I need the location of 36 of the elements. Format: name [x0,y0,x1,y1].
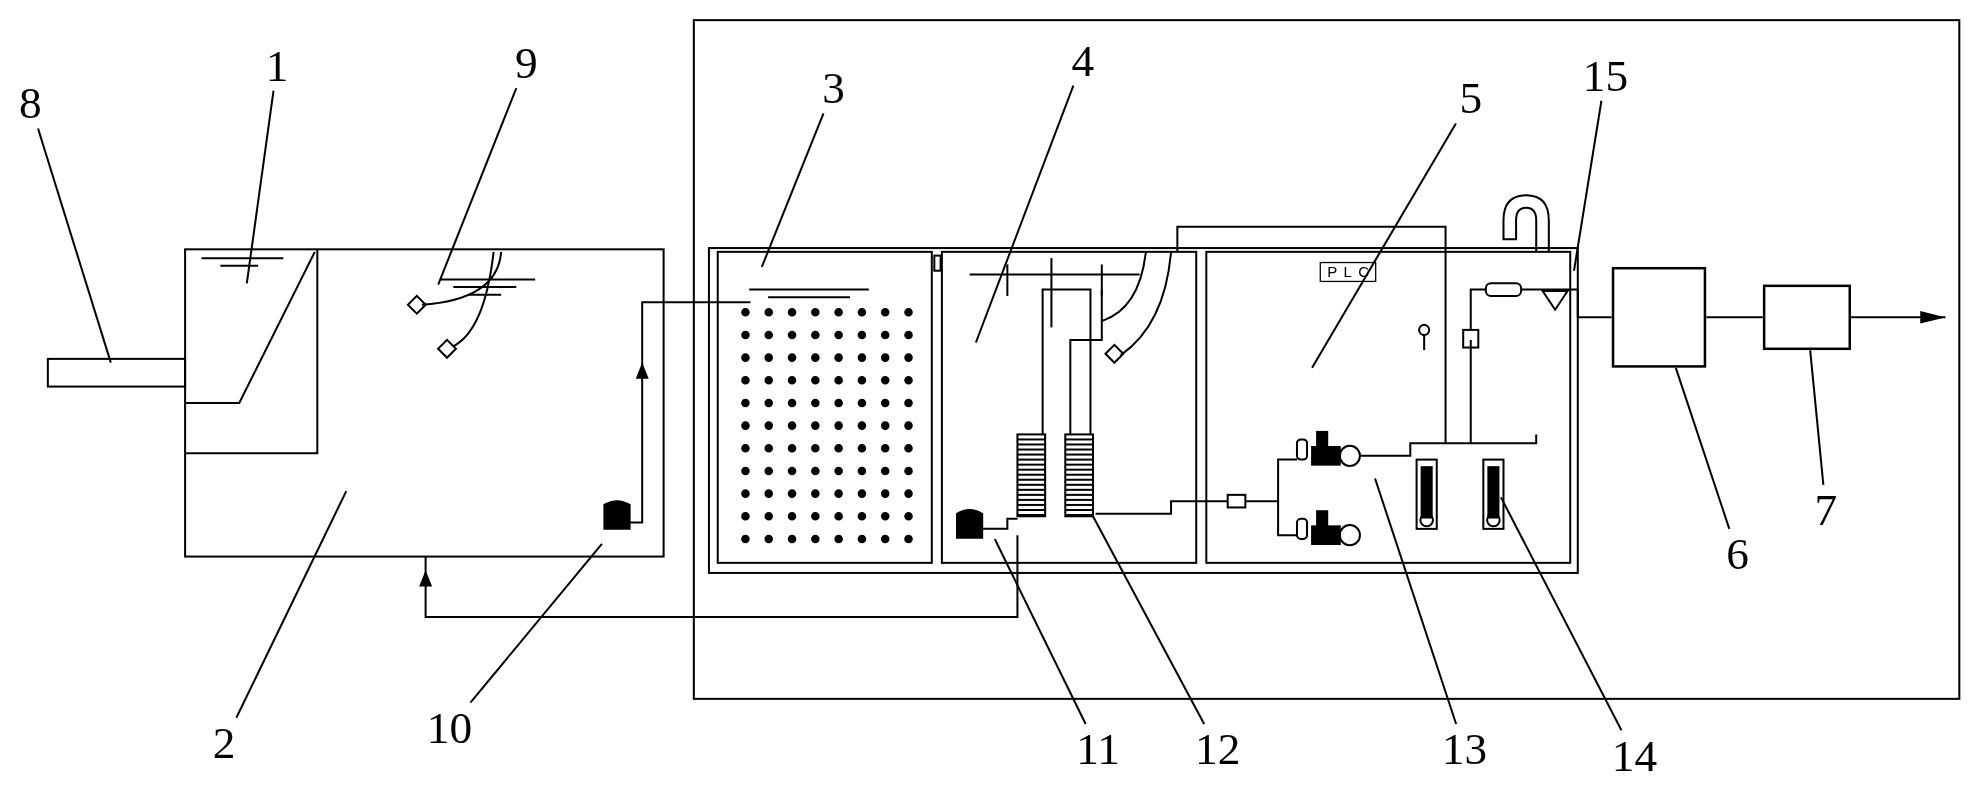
leader-line [37,128,112,363]
leader-line [245,90,275,284]
callout-number: 11 [1076,726,1120,772]
equipment-box [1762,284,1851,351]
pipe-line [1706,316,1763,319]
callout-number: 4 [1071,37,1095,84]
leader-line [1311,122,1457,369]
callout-number: 13 [1441,726,1488,772]
callout-number: 7 [1814,487,1838,533]
leader-line [1573,100,1603,271]
callout-number: 6 [1726,531,1750,577]
callout-number: 14 [1611,732,1658,779]
leader-line [1500,496,1623,731]
callout-number: 2 [212,720,236,766]
leader-line [1374,478,1458,725]
callout-number: 12 [1195,726,1241,772]
leader-line [437,87,518,285]
leader-line [1674,367,1731,530]
equipment-box [1611,266,1707,368]
callout-number: 15 [1582,52,1629,99]
leader-line [1809,349,1825,485]
leader-line [993,538,1087,725]
callout-number: 5 [1459,75,1483,121]
controller-label: PLC [1319,261,1377,283]
callout-number: 1 [265,42,289,89]
leader-line [974,85,1075,343]
callout-number: 10 [426,705,473,751]
leader-line [1092,515,1206,725]
leader-line [235,490,348,719]
outlet-arrow [1851,311,1946,324]
pipe-line [1577,316,1612,319]
leader-line [469,543,603,704]
callout-number: 3 [822,65,845,111]
leader-line [760,112,825,268]
callout-number: 8 [18,80,42,126]
callout-number: 9 [515,40,538,86]
